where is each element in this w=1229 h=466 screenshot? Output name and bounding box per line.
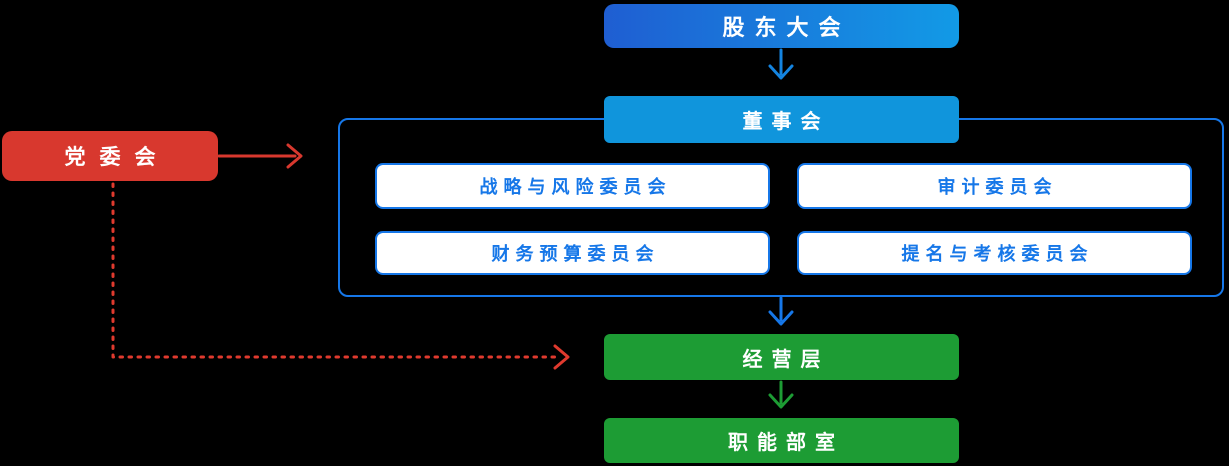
- node-management-layer: 经营层: [604, 334, 959, 380]
- node-strategy-risk-committee: 战略与风险委员会: [375, 163, 770, 209]
- arrow-management-to-departments: [768, 380, 794, 409]
- arrow-party-to-board-panel: [217, 143, 303, 169]
- node-audit-committee: 审计委员会: [797, 163, 1192, 209]
- arrow-shareholders-to-board: [768, 48, 794, 80]
- node-party-committee: 党委会: [2, 131, 218, 181]
- node-board-of-directors-label: 董事会: [742, 111, 830, 133]
- node-finance-budget-committee-label: 财务预算委员会: [491, 244, 660, 264]
- node-nomination-assessment-committee: 提名与考核委员会: [797, 231, 1192, 275]
- node-audit-committee-label: 审计委员会: [937, 177, 1058, 197]
- node-shareholders-meeting-label: 股东大会: [722, 15, 851, 40]
- node-functional-departments-label: 职能部室: [728, 432, 844, 454]
- node-strategy-risk-committee-label: 战略与风险委员会: [479, 177, 672, 197]
- node-shareholders-meeting: 股东大会: [604, 4, 959, 48]
- node-management-layer-label: 经营层: [742, 348, 830, 371]
- node-functional-departments: 职能部室: [604, 418, 959, 463]
- node-nomination-assessment-committee-label: 提名与考核委员会: [901, 244, 1094, 264]
- arrow-board-to-management: [768, 296, 794, 326]
- node-board-of-directors: 董事会: [604, 96, 959, 143]
- node-party-committee-label: 党委会: [64, 146, 170, 169]
- arrow-party-to-management: [111, 182, 570, 370]
- node-finance-budget-committee: 财务预算委员会: [375, 231, 770, 275]
